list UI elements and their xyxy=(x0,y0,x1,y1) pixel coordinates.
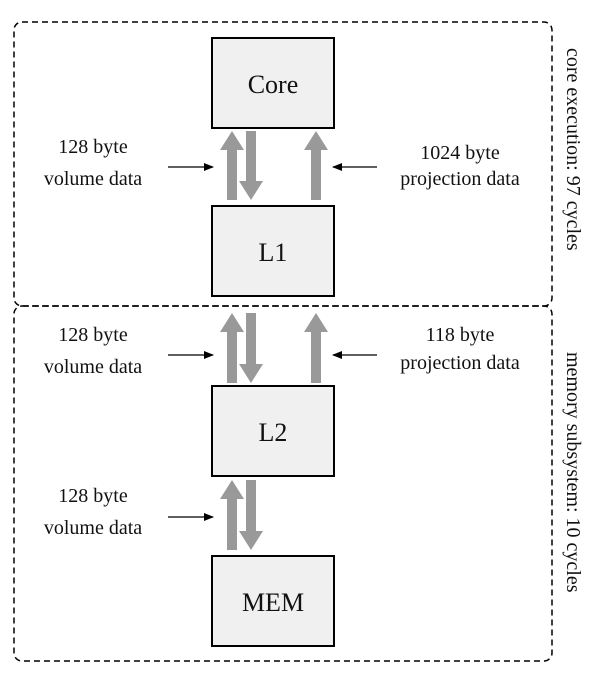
l2-box-label: L2 xyxy=(259,418,288,447)
l1-to-core-projection-arrow xyxy=(304,131,328,200)
core-box xyxy=(211,37,335,129)
l2-box xyxy=(211,385,335,477)
core-l1-right-line1: 1024 byte xyxy=(420,142,500,164)
l2-mem-left-line2: volume data xyxy=(44,517,142,539)
l1-l2-right-line2: projection data xyxy=(400,352,520,374)
l1-l2-left-line1: 128 byte xyxy=(58,324,128,346)
core-l1-right-line2: projection data xyxy=(400,168,520,190)
l1-box xyxy=(211,205,335,297)
core-execution-label: core execution: 97 cycles xyxy=(562,48,584,251)
core-box-label: Core xyxy=(248,70,299,99)
core-l1-left-line2: volume data xyxy=(44,168,142,190)
l2-to-l1-projection-arrow xyxy=(304,313,328,383)
l1-to-l2-down-arrow xyxy=(239,313,263,383)
mem-to-l2-up-arrow xyxy=(220,480,244,550)
l2-to-l1-up-arrow xyxy=(220,313,244,383)
l1-box-label: L1 xyxy=(259,238,288,267)
l2-mem-left-line1: 128 byte xyxy=(58,485,128,507)
memory-subsystem-label: memory subsystem: 10 cycles xyxy=(562,352,584,593)
mem-box-label: MEM xyxy=(242,588,304,617)
memory-subsystem-region xyxy=(13,305,553,662)
l1-l2-left-line2: volume data xyxy=(44,356,142,378)
l1-to-core-up-arrow xyxy=(220,131,244,200)
core-to-l1-down-arrow xyxy=(239,131,263,200)
core-l1-left-line1: 128 byte xyxy=(58,136,128,158)
l2-to-mem-down-arrow xyxy=(239,480,263,550)
l1-l2-right-line1: 118 byte xyxy=(426,324,495,346)
mem-box xyxy=(211,555,335,647)
